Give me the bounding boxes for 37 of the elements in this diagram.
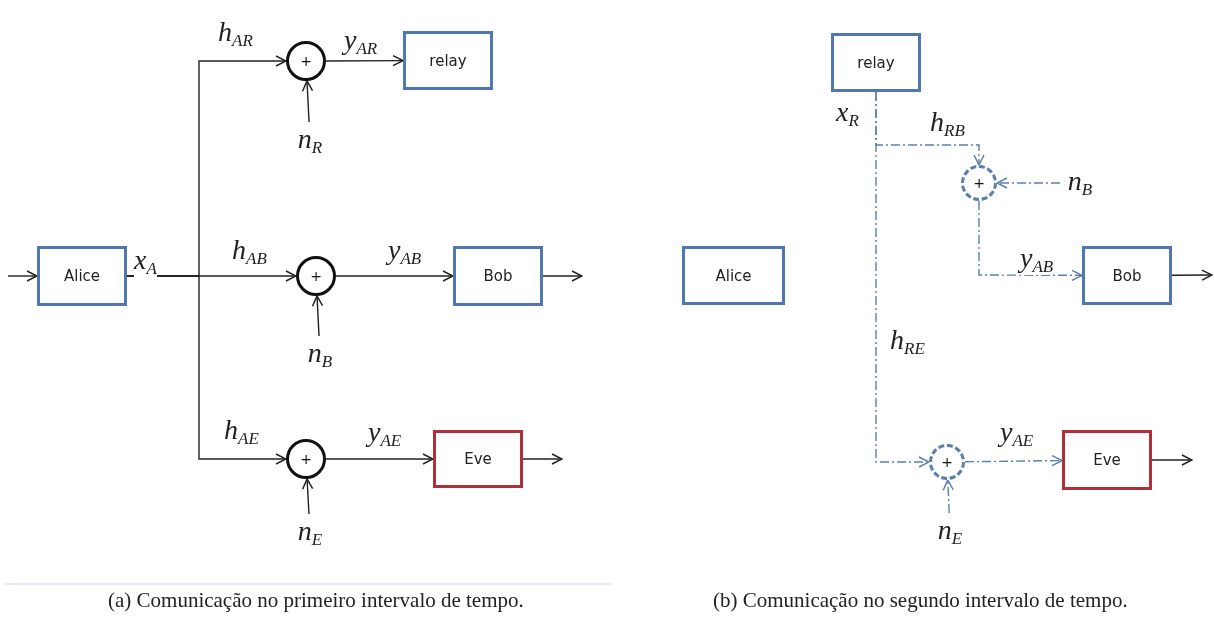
arrow	[1151, 454, 1193, 466]
arrow	[996, 177, 1061, 189]
arrow	[7, 270, 38, 282]
arrow	[301, 478, 314, 515]
summing-junction: +	[961, 165, 997, 201]
noise-symbol: n$_{R}$	[292, 122, 328, 160]
process-box: Alice	[682, 246, 785, 305]
process-box: relay	[403, 31, 493, 90]
arrow	[301, 80, 314, 123]
process-box: Eve	[433, 430, 523, 488]
arrow	[978, 200, 1083, 282]
arrow	[875, 91, 930, 468]
arrow	[542, 270, 583, 282]
noise-symbol: n$_{B}$	[1060, 164, 1100, 202]
summing-junction: +	[296, 256, 336, 296]
noise-symbol: n$_{B}$	[302, 336, 338, 374]
summing-junction: +	[286, 439, 326, 479]
process-box: Alice	[37, 246, 127, 306]
arrow	[522, 453, 563, 465]
process-box: Bob	[1082, 246, 1172, 305]
caption: (b) Comunicação no segundo intervalo de tempo.	[713, 588, 1128, 613]
arrow	[325, 54, 404, 67]
arrow	[964, 454, 1063, 467]
arrow	[325, 453, 434, 465]
process-box: Eve	[1062, 430, 1152, 490]
arrow	[335, 270, 454, 282]
arrow	[1171, 269, 1213, 281]
arrow	[126, 275, 287, 465]
summing-junction: +	[929, 444, 965, 480]
process-box: relay	[831, 33, 921, 92]
noise-symbol: n$_{E}$	[932, 513, 968, 551]
noise-symbol: n$_{E}$	[292, 514, 328, 552]
arrow	[942, 479, 954, 514]
process-box: Bob	[453, 246, 543, 306]
arrow	[311, 295, 324, 337]
summing-junction: +	[286, 41, 326, 81]
caption: (a) Comunicação no primeiro intervalo de tempo.	[108, 588, 524, 613]
